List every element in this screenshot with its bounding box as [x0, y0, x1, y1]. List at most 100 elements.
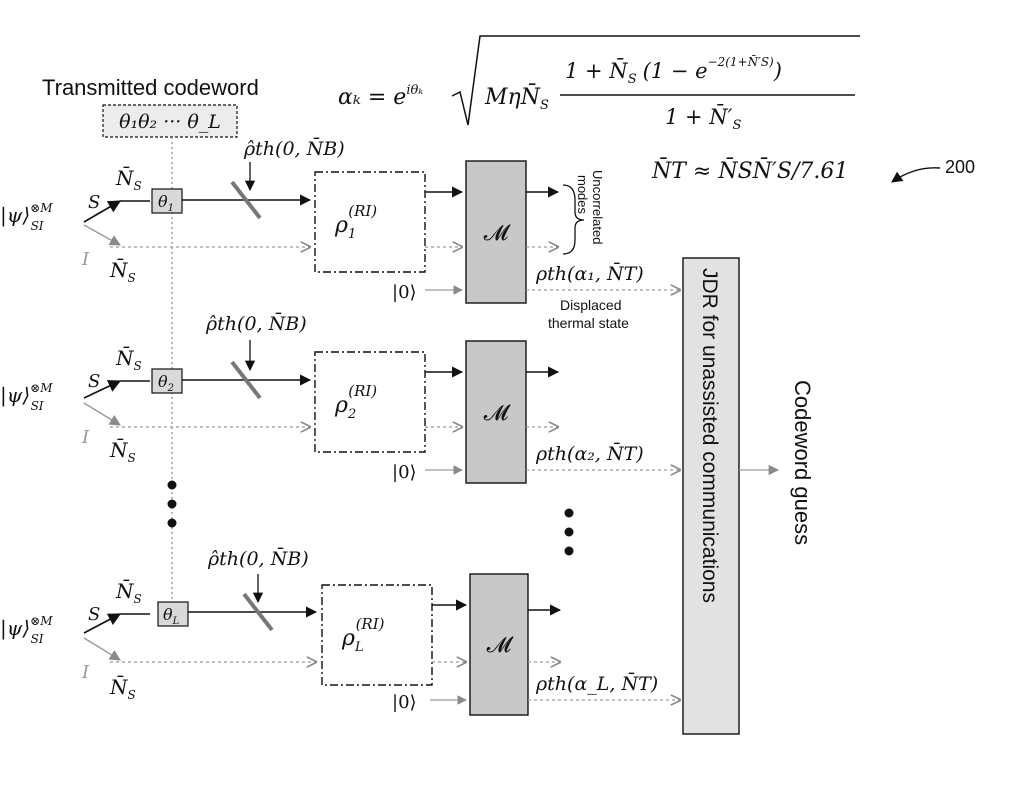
ns-top-sub: S — [134, 179, 142, 193]
uncorrelated-brace — [562, 184, 585, 255]
ns-bottom: N̄ — [109, 674, 129, 699]
ns-top-sub: S — [134, 592, 142, 606]
rho-sub: L — [354, 640, 364, 655]
jdr-box — [682, 257, 740, 735]
phase-box — [151, 188, 183, 214]
svg-text:|ψ⟩⊗MSI: |ψ⟩⊗MSI — [0, 201, 53, 233]
noise-label: ρ̂th(0, N̄B) — [243, 137, 345, 160]
beam-splitter — [230, 180, 262, 220]
codeword-box-label: θ₁θ₂ ··· θ_L — [119, 111, 221, 133]
svg-text:|ψ⟩⊗MSI: |ψ⟩⊗MSI — [0, 381, 53, 413]
ellipsis-dots-left — [167, 480, 177, 528]
measurement-box — [465, 340, 527, 484]
figure-number: 200 — [945, 157, 975, 177]
source-state: |ψ⟩ — [0, 616, 30, 641]
alpha-num-sub: S — [628, 72, 637, 87]
source-exp: ⊗M — [30, 614, 53, 628]
displaced-label-1: Displaced — [560, 297, 621, 313]
svg-text:1 + N̄′S: 1 + N̄′S — [665, 104, 741, 133]
svg-text:ρ2(RI): ρ2(RI) — [334, 382, 377, 422]
signal-arm — [83, 613, 122, 634]
svg-text:N̄S: N̄S — [109, 674, 136, 702]
alpha-exp: iθₖ — [406, 83, 423, 98]
source-state: |ψ⟩ — [0, 383, 30, 408]
alpha-prefix-sub: S — [540, 98, 549, 113]
rho-box — [321, 584, 433, 686]
svg-text:MηN̄S: MηN̄S — [484, 83, 549, 113]
svg-text:N̄S: N̄S — [115, 578, 142, 606]
alpha-num-b: (1 − e — [643, 59, 708, 83]
phase-box — [157, 601, 189, 627]
displaced-label-2: thermal state — [548, 315, 629, 331]
phase-label: θ — [163, 605, 173, 624]
uncorrelated-label-1: Uncorrelated — [590, 170, 605, 244]
output-label: ρth(α₂, N̄T) — [535, 442, 644, 465]
signal-label: S — [88, 604, 100, 625]
vacuum-label: |0⟩ — [392, 462, 417, 483]
signal-label: S — [88, 371, 100, 392]
uncorrelated-label-2: modes — [575, 175, 590, 215]
svg-text:1 + N̄S(1 − e−2(1+N̄′S)): 1 + N̄S(1 − e−2(1+N̄′S)) — [565, 54, 782, 87]
source-state: |ψ⟩ — [0, 203, 30, 228]
svg-text:θ2: θ2 — [158, 372, 174, 394]
svg-text:ρL(RI): ρL (RI) — [341, 615, 385, 655]
alpha-num-c: ) — [773, 59, 782, 83]
phase-sub: 1 — [168, 203, 174, 214]
svg-text:αₖ = eiθₖ: αₖ = eiθₖ — [338, 83, 423, 110]
measurement-box — [465, 160, 527, 304]
alpha-num-exp: −2(1+N̄′S) — [708, 54, 775, 69]
phase-box — [151, 368, 183, 394]
ellipsis-dots-right — [564, 508, 574, 556]
idler-arm — [83, 402, 121, 426]
rho-sub: 1 — [348, 227, 356, 242]
rho-label: ρ — [341, 626, 355, 651]
signal-label: S — [88, 192, 100, 213]
idler-label: I — [81, 662, 90, 683]
svg-text:N̄S: N̄S — [109, 437, 136, 465]
vacuum-label: |0⟩ — [392, 282, 417, 303]
idler-label: I — [81, 427, 90, 448]
ns-top: N̄ — [115, 165, 135, 190]
jdr-label: JDR for unassisted communications — [698, 268, 721, 603]
phase-sub: 2 — [167, 383, 174, 394]
ns-bottom: N̄ — [109, 437, 129, 462]
noise-label: ρ̂th(0, N̄B) — [205, 312, 307, 335]
measurement-label: 𝓜 — [487, 633, 514, 658]
rho-sup: (RI) — [348, 382, 377, 400]
ns-top-sub: S — [134, 359, 142, 373]
figure-pointer-arrow — [891, 167, 941, 183]
source-sub: SI — [31, 399, 44, 413]
idler-arm — [83, 637, 121, 661]
svg-text:|ψ⟩⊗MSI: |ψ⟩⊗M SI — [0, 614, 53, 646]
ns-top: N̄ — [115, 345, 135, 370]
ns-bottom: N̄ — [109, 257, 129, 282]
alpha-lhs: αₖ = e — [338, 85, 406, 110]
rho-sup: (RI) — [356, 615, 385, 633]
svg-text:N̄S: N̄S — [115, 165, 142, 193]
beam-splitter — [230, 360, 262, 400]
nt-equation: N̄T ≈ N̄SN̄′S/7.61 — [651, 157, 848, 184]
source-exp: ⊗M — [30, 201, 53, 215]
codeword-title: Transmitted codeword — [42, 75, 259, 100]
measurement-label: 𝓜 — [484, 401, 511, 426]
ns-bottom-sub: S — [128, 451, 136, 465]
ns-top: N̄ — [115, 578, 135, 603]
rho-box — [314, 171, 426, 273]
output-label: ρth(α₁, N̄T) — [535, 262, 644, 285]
alpha-den-sub: S — [732, 118, 741, 133]
phase-label: θ — [158, 372, 168, 391]
source-sub: SI — [31, 632, 44, 646]
svg-text:θ1: θ1 — [158, 192, 174, 214]
phase-label: θ — [158, 192, 168, 211]
phase-sub: L — [172, 616, 180, 627]
ns-bottom-sub: S — [128, 271, 136, 285]
measurement-box — [469, 573, 529, 716]
rho-label: ρ — [334, 393, 348, 418]
svg-text:θL: θL — [163, 605, 180, 627]
rho-sup: (RI) — [348, 202, 377, 220]
rho-box — [314, 351, 426, 453]
output-label: ρth(α_L, N̄T) — [535, 672, 658, 695]
